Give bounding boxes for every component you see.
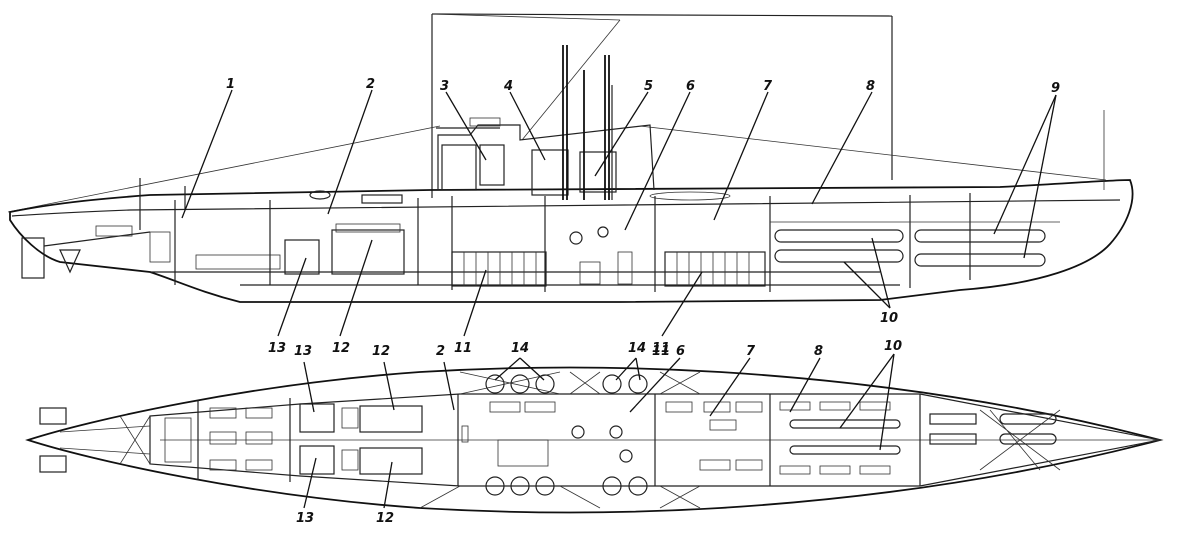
- tank-bracing: [419, 371, 1061, 509]
- plan-callout-13-bottom: 13: [296, 511, 314, 526]
- plan-callouts: 13 12 2 14 14 11 6 7 8 10 13 12: [294, 339, 902, 526]
- bulkheads: [174, 193, 971, 292]
- side-leaders: [181, 89, 1057, 337]
- ballast-tanks-plan: [485, 374, 648, 496]
- plan-bulkheads: [197, 394, 921, 486]
- battery-cells-fwd: [664, 251, 766, 287]
- callout-7: 7: [763, 79, 773, 94]
- engines-plan: [299, 403, 423, 475]
- plan-callout-11: 11: [652, 344, 670, 359]
- jumping-wire: [7, 125, 1107, 213]
- callout-1: 1: [226, 77, 235, 92]
- side-callouts: 1 2 3 4 5 6 7 8 9 10 11 11 12 13: [226, 77, 1060, 356]
- callout-8: 8: [866, 79, 875, 94]
- callout-11a: 11: [454, 341, 472, 356]
- conning-tower: [436, 117, 655, 196]
- plan-callout-12-top: 12: [372, 344, 390, 359]
- plan-view: 13 12 2 14 14 11 6 7 8 10 13 12: [25, 339, 1164, 526]
- antenna-wire: [431, 13, 893, 198]
- side-elevation: 1 2 3 4 5 6 7 8 9 10 11 11 12 13: [7, 13, 1134, 356]
- callout-10: 10: [880, 311, 898, 326]
- plan-callout-2: 2: [436, 344, 445, 359]
- plan-furniture: [209, 401, 763, 471]
- callout-3: 3: [440, 79, 449, 94]
- plan-callout-14b: 14: [628, 341, 646, 356]
- control-room-side: [569, 226, 633, 285]
- callout-11b: 11: [652, 341, 670, 356]
- callout-12: 12: [332, 341, 350, 356]
- plan-callout-7: 7: [746, 344, 756, 359]
- plan-callout-12-bottom: 12: [376, 511, 394, 526]
- hull-outline: [9, 179, 1134, 303]
- callout-6: 6: [686, 79, 695, 94]
- plan-stern: [39, 407, 469, 473]
- callout-5: 5: [644, 79, 653, 94]
- plan-leaders: [303, 353, 895, 509]
- torpedoes-plan: [779, 401, 1057, 475]
- callout-2: 2: [366, 77, 375, 92]
- deck-fittings: [139, 178, 731, 230]
- plan-callout-10: 10: [884, 339, 902, 354]
- torpedoes-side: [770, 221, 1060, 267]
- plan-callout-6: 6: [676, 344, 685, 359]
- stern-gear: [21, 225, 151, 279]
- engines-side: [149, 223, 405, 275]
- plan-callout-13-top: 13: [294, 344, 312, 359]
- callout-9: 9: [1051, 81, 1060, 96]
- battery-cells-aft: [451, 251, 547, 287]
- callout-4: 4: [503, 79, 513, 94]
- plan-callout-14a: 14: [511, 341, 529, 356]
- callout-13: 13: [268, 341, 286, 356]
- plan-callout-8: 8: [814, 344, 823, 359]
- periscopes: [562, 45, 1105, 200]
